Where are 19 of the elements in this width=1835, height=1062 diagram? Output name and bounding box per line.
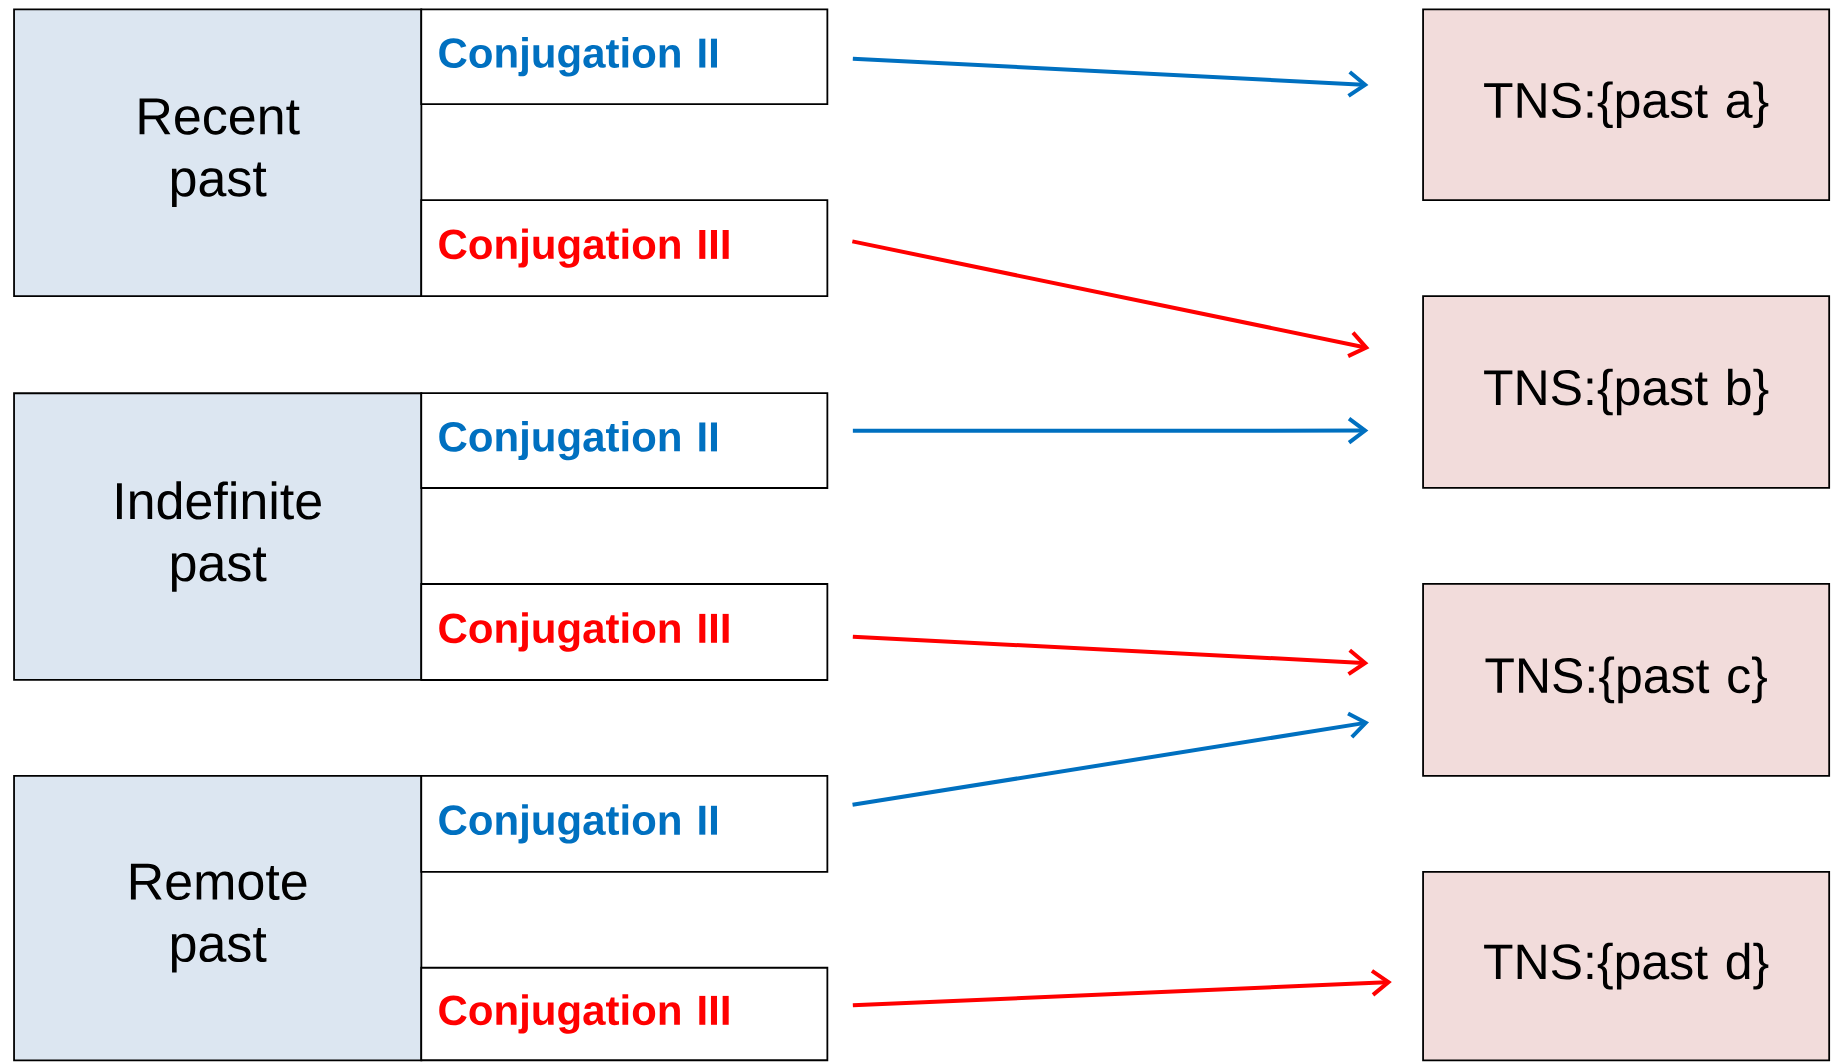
conjugation-box: Conjugation III [420,966,829,1062]
conjugation-box: Conjugation II [420,775,829,873]
arrow [852,417,1369,445]
conjugation-box: Conjugation III [420,199,829,297]
tense-box: Remote past [13,775,423,1062]
conjugation-box: Conjugation III [420,583,829,681]
tense-value-box: TNS:{past d} [1422,871,1831,1062]
tense-box: Recent past [13,8,423,297]
arrow [852,711,1370,807]
tense-box: Indefinite past [13,392,423,681]
tense-value-box: TNS:{past b} [1422,295,1831,489]
arrow [851,239,1370,358]
arrow [852,969,1392,1008]
arrow [852,634,1369,676]
conjugation-box: Conjugation II [420,8,829,106]
arrow [852,56,1369,98]
tense-value-box: TNS:{past a} [1422,8,1831,201]
tense-value-box: TNS:{past c} [1422,583,1831,777]
conjugation-box: Conjugation II [420,392,829,489]
